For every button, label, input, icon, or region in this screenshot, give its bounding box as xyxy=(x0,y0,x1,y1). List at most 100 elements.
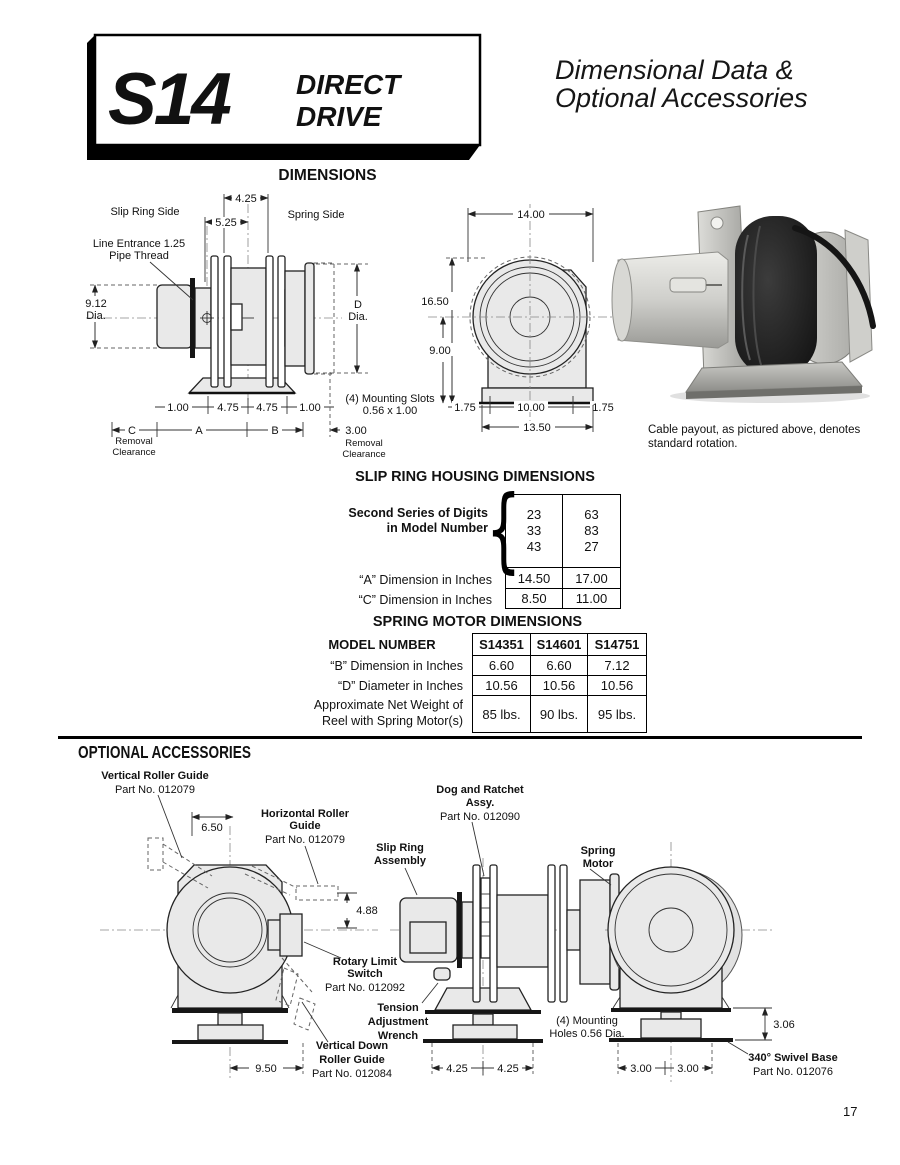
dim-a-value-2: 17.00 xyxy=(562,567,621,589)
row-c-label: “C” Dimension in Inches xyxy=(358,593,492,607)
model-number-label: MODEL NUMBER xyxy=(328,637,436,652)
digit: 23 xyxy=(526,507,542,522)
photo-caption: Cable payout, as pictured above, denotes… xyxy=(648,424,860,451)
removal-left-1: Removal xyxy=(115,436,153,447)
row-b-value-2: 6.60 xyxy=(530,655,588,676)
row-weight-value-3: 95 lbs. xyxy=(587,695,647,733)
drive-label-line2: DRIVE xyxy=(296,101,383,132)
swivel-base-part: Part No. 012076 xyxy=(753,1066,833,1078)
dim-1-75-right: 1.75 xyxy=(592,402,613,414)
digit: 27 xyxy=(584,539,599,554)
mounting-slots-2: 0.56 x 1.00 xyxy=(363,405,417,417)
model-badge: S14 DIRECT DRIVE xyxy=(87,33,482,160)
accessory-side-view: 4.25 4.25 xyxy=(390,821,645,1078)
rotary-limit-switch-label1: Rotary Limit xyxy=(333,956,398,968)
model-number: S14 xyxy=(108,59,231,140)
dim-3-06: 3.06 xyxy=(773,1019,794,1031)
row-d-label: “D” Diameter in Inches xyxy=(337,678,463,693)
line-entrance-label-1: Line Entrance 1.25 xyxy=(93,238,185,250)
dim-1-00-left: 1.00 xyxy=(167,402,188,414)
line-entrance-label-2: Pipe Thread xyxy=(109,250,169,262)
removal-left-2: Clearance xyxy=(112,447,155,458)
mounting-holes-label2: Holes 0.56 Dia. xyxy=(549,1028,624,1040)
model-s14601: S14601 xyxy=(530,633,588,656)
badge-left-edge xyxy=(87,35,95,147)
row-a-label: “A” Dimension in Inches xyxy=(359,573,492,587)
series-label-line1: Second Series of Digits xyxy=(348,506,488,520)
subtitle-line1: Dimensional Data & xyxy=(555,55,794,85)
spring-motor-table: MODEL NUMBER S14351 S14601 S14751 “B” Di… xyxy=(292,633,647,733)
photo-caption-line2: standard rotation. xyxy=(648,437,738,450)
accessory-front-view: 6.50 4.88 9.50 xyxy=(100,794,378,1080)
dim-c-value-1: 8.50 xyxy=(505,588,563,609)
slip-ring-assembly-label2: Assembly xyxy=(374,855,427,867)
series-label: Second Series of Digits in Model Number xyxy=(318,506,488,535)
vertical-roller-guide-part: Part No. 012079 xyxy=(115,784,195,796)
tension-wrench-label1: Tension xyxy=(377,1002,419,1014)
dog-ratchet-part: Part No. 012090 xyxy=(440,811,520,823)
dim-10-00: 10.00 xyxy=(517,402,545,414)
dim-16-50: 16.50 xyxy=(421,296,449,308)
tension-wrench-label2: Adjustment xyxy=(368,1016,429,1028)
accessory-swivel-view: 3.06 3.00 3.00 xyxy=(605,842,795,1082)
row-b-value-3: 7.12 xyxy=(587,655,647,676)
dim-4-75-right: 4.75 xyxy=(256,402,277,414)
dim-b: B xyxy=(271,425,278,437)
horizontal-roller-guide-part: Part No. 012079 xyxy=(265,834,345,846)
row-d-value-1: 10.56 xyxy=(472,675,531,696)
section-divider xyxy=(58,736,862,739)
dim-4-25-a: 4.25 xyxy=(446,1063,467,1075)
rotary-limit-switch-part: Part No. 012092 xyxy=(325,982,405,994)
dim-c: C xyxy=(128,425,136,437)
swivel-base-label: 340° Swivel Base xyxy=(748,1052,837,1064)
page-subtitle: Dimensional Data & Optional Accessories xyxy=(555,56,875,113)
product-photo xyxy=(611,205,876,403)
dim-6-50: 6.50 xyxy=(201,822,222,834)
model-s14751: S14751 xyxy=(587,633,647,656)
dim-a-value-1: 14.50 xyxy=(505,567,563,589)
dia-d-unit: Dia. xyxy=(348,311,368,323)
front-view-drawing: 14.00 16.50 9.00 1.75 10.00 1.75 13.50 xyxy=(421,204,624,434)
dim-4-25-b: 4.25 xyxy=(497,1063,518,1075)
badge-face xyxy=(93,33,482,147)
row-weight-label-line2: Reel with Spring Motor(s) xyxy=(321,714,463,728)
dim-14-00: 14.00 xyxy=(517,209,545,221)
row-weight-value-2: 90 lbs. xyxy=(530,695,588,733)
mounting-slots-1: (4) Mounting Slots xyxy=(345,393,435,405)
dim-3-00-a: 3.00 xyxy=(630,1063,651,1075)
series-label-line2: in Model Number xyxy=(386,520,488,535)
page-number: 17 xyxy=(843,1104,858,1119)
row-b-value-1: 6.60 xyxy=(472,655,531,676)
subtitle-line2: Optional Accessories xyxy=(555,83,808,114)
removal-right-2: Clearance xyxy=(342,449,385,460)
dim-4-75-left: 4.75 xyxy=(217,402,238,414)
slip-ring-values-table: 23 33 43 63 83 27 14.50 17.00 8.50 11.00 xyxy=(505,494,621,609)
spring-motor-label2: Motor xyxy=(583,858,614,870)
dia-d: D xyxy=(354,299,362,311)
spring-side-label: Spring Side xyxy=(288,209,345,221)
dim-a: A xyxy=(195,425,203,437)
dim-3-00: 3.00 xyxy=(345,425,366,437)
dia-9-12: 9.12 xyxy=(85,298,106,310)
dim-9-00: 9.00 xyxy=(429,345,450,357)
rotary-limit-switch-label2: Switch xyxy=(347,968,383,980)
photo-caption-line1: Cable payout, as pictured above, denotes xyxy=(648,424,861,436)
digits-col2-cell: 63 83 27 xyxy=(562,494,621,568)
row-weight-label: Approximate Net Weight of Reel with Spri… xyxy=(292,696,473,733)
dia-9-12-unit: Dia. xyxy=(86,310,106,322)
badge-shadow xyxy=(87,145,480,160)
dim-1-75-left: 1.75 xyxy=(454,402,475,414)
optional-accessories-title: OPTIONAL ACCESSORIES xyxy=(78,742,251,762)
dim-4-25: 4.25 xyxy=(235,193,256,205)
spring-motor-table-title: SPRING MOTOR DIMENSIONS xyxy=(372,614,583,630)
row-weight-value-1: 85 lbs. xyxy=(472,695,531,733)
tension-wrench-label3: Wrench xyxy=(378,1030,418,1042)
row-d-value-2: 10.56 xyxy=(530,675,588,696)
dog-ratchet-label1: Dog and Ratchet xyxy=(436,784,524,796)
removal-right-1: Removal xyxy=(345,438,383,449)
row-weight-label-line1: Approximate Net Weight of xyxy=(313,698,463,713)
dim-13-50: 13.50 xyxy=(523,422,551,434)
side-view-drawing: 4.25 5.25 Slip Ring Side Spring Side Lin… xyxy=(85,193,435,460)
drive-label-line1: DIRECT xyxy=(296,69,403,100)
dim-5-25: 5.25 xyxy=(215,217,236,229)
